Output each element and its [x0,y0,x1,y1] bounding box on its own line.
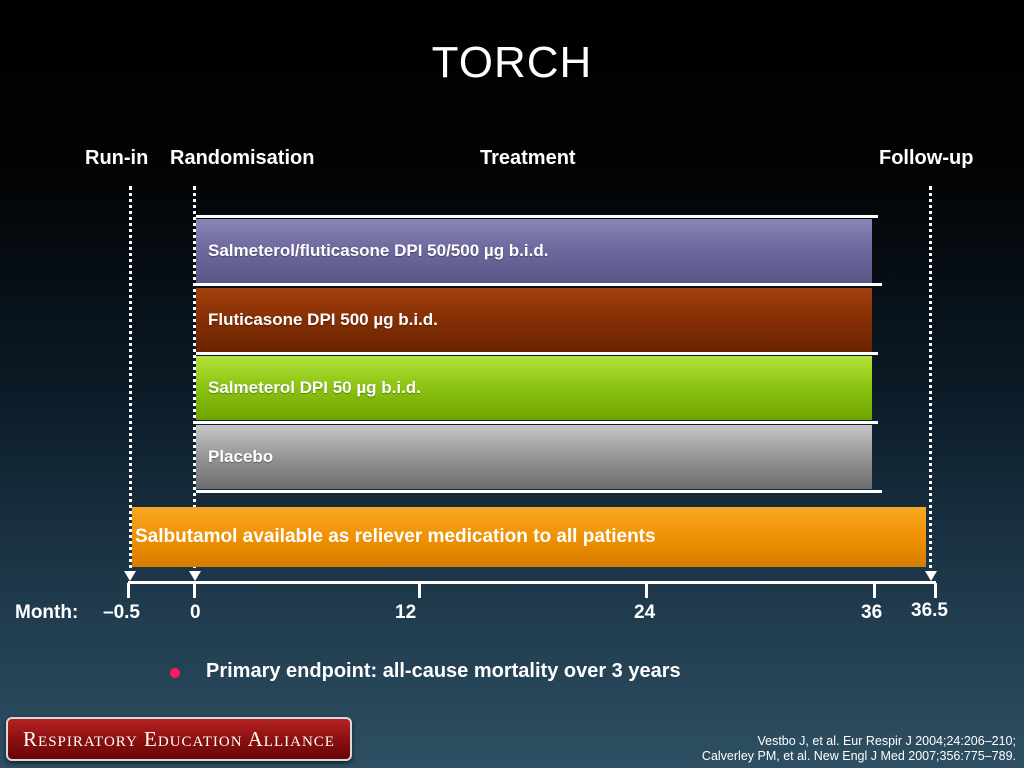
timeline-tick [934,583,937,598]
respiratory-education-alliance-logo: Respiratory Education Alliance [6,717,352,761]
arm-placebo-bar: Placebo [196,425,872,489]
tick-label: 24 [634,602,656,623]
arm-separator-line [196,490,882,493]
citation-line: Calverley PM, et al. New Engl J Med 2007… [701,749,1016,763]
arm-label: Placebo [208,447,274,466]
tick-label: –0.5 [103,602,140,623]
timeline-tick [193,583,196,598]
primary-endpoint-text: Primary endpoint: all-cause mortality ov… [206,660,681,682]
randomisation-arrow-icon [189,571,201,581]
slide-title: TORCH [431,38,593,87]
timeline-axis-line [128,581,936,584]
logo-text: Respiratory Education Alliance [23,726,335,751]
run-in-marker-line [129,186,132,576]
timeline-tick [127,583,130,598]
bullet-icon [170,668,180,678]
timeline-axis-label: Month: [15,602,79,623]
timeline-tick [645,583,648,598]
tick-label: 36.5 [911,600,948,621]
phase-follow-up-label: Follow-up [879,147,974,169]
tick-label: 36 [861,602,883,623]
arm-separator-line [196,215,878,218]
randomisation-marker-line [193,186,196,576]
phase-treatment-label: Treatment [480,147,576,169]
arm-fluticasone-bar: Fluticasone DPI 500 µg b.i.d. [196,288,872,352]
arm-label: Salmeterol/fluticasone DPI 50/500 µg b.i… [208,241,549,260]
phase-run-in-label: Run-in [85,147,149,169]
follow-up-arrow-icon [925,571,937,581]
arm-separator-line [196,352,878,355]
reliever-medication-bar: Salbutamol available as reliever medicat… [132,507,926,567]
tick-label: 0 [190,602,201,623]
phase-randomisation-label: Randomisation [170,147,315,169]
citation-line: Vestbo J, et al. Eur Respir J 2004;24:20… [757,734,1016,748]
arm-salmeterol-bar: Salmeterol DPI 50 µg b.i.d. [196,356,872,420]
tick-label: 12 [395,602,417,623]
timeline-tick [418,583,421,598]
follow-up-marker-line [929,186,932,576]
arm-separator-line [196,421,878,424]
arm-separator-line [196,283,882,286]
timeline-tick [873,583,876,598]
reliever-label: Salbutamol available as reliever medicat… [135,526,656,547]
arm-salmeterol-fluticasone-bar: Salmeterol/fluticasone DPI 50/500 µg b.i… [196,219,872,283]
citation: Vestbo J, et al. Eur Respir J 2004;24:20… [702,734,1016,764]
arm-label: Fluticasone DPI 500 µg b.i.d. [208,310,438,329]
arm-label: Salmeterol DPI 50 µg b.i.d. [208,378,421,397]
run-in-arrow-icon [124,571,136,581]
